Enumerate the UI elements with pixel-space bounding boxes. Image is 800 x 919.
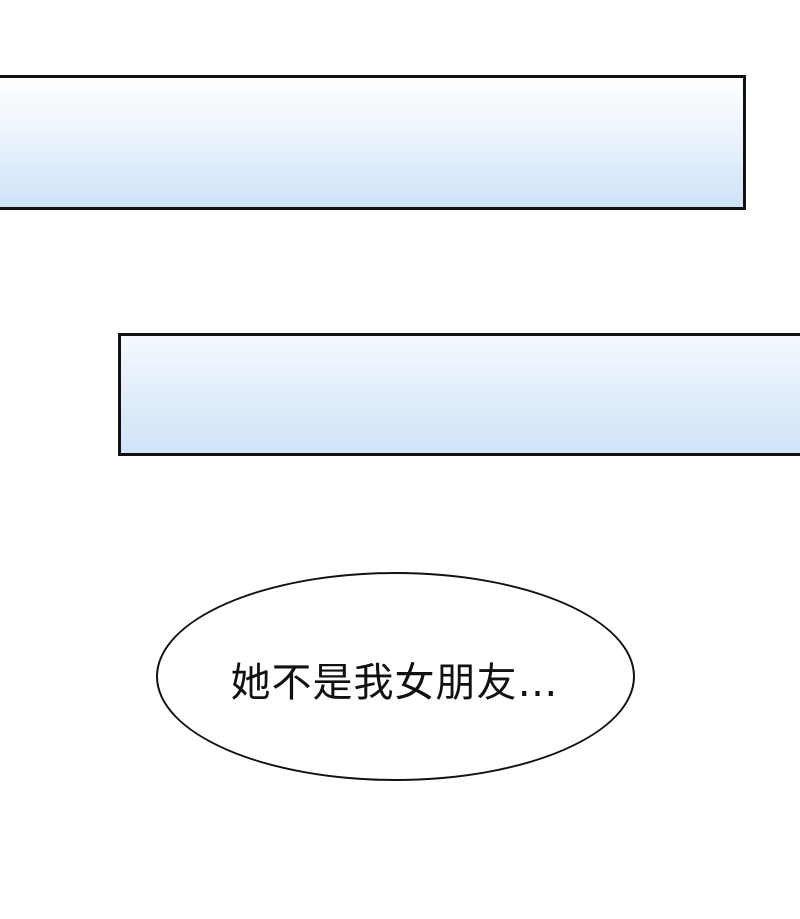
comic-panel-middle	[118, 333, 800, 456]
speech-bubble-text: 她不是我女朋友…	[230, 659, 559, 706]
comic-panel-top	[0, 75, 746, 210]
speech-bubble: 她不是我女朋友…	[156, 572, 635, 781]
